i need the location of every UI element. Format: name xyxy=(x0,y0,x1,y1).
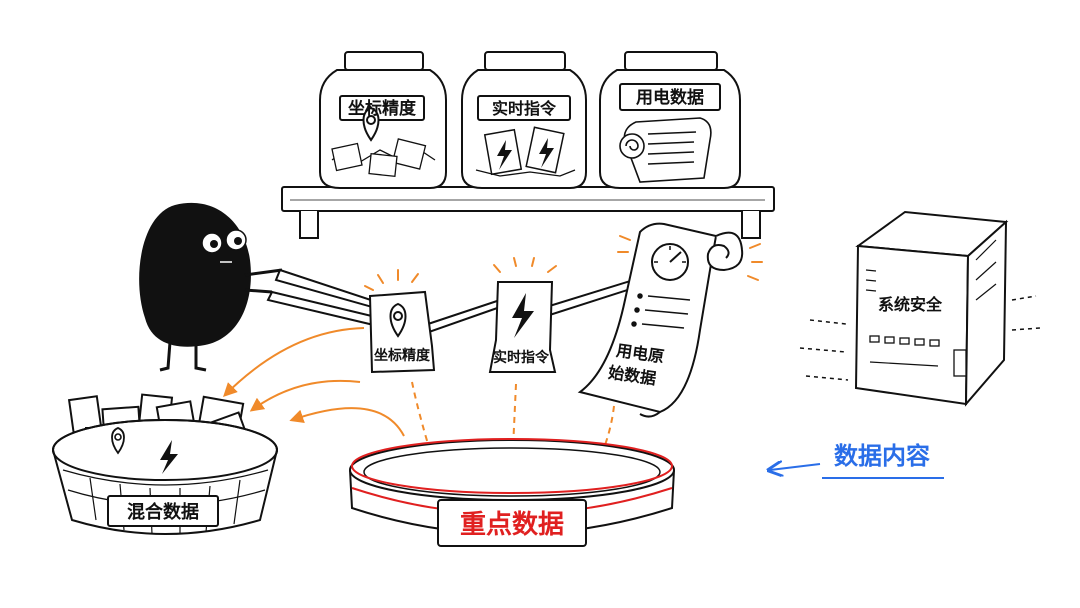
lightning-bolt-icon xyxy=(160,440,178,474)
security-server xyxy=(854,210,1009,407)
lightning-bolt-icon xyxy=(512,293,534,338)
lightning-bolt-icon xyxy=(497,138,554,170)
data-content-callout xyxy=(770,464,944,479)
card-realtime-command xyxy=(488,281,557,373)
motion-marks xyxy=(799,295,1041,381)
tray-label: 重点数据 xyxy=(460,509,564,540)
card-coordinate-precision xyxy=(368,290,436,374)
jar-label: 坐标精度 xyxy=(348,98,417,119)
highlight-rays xyxy=(493,257,557,273)
location-pin-icon xyxy=(111,427,125,455)
bean-character xyxy=(139,202,283,372)
location-pin-icon xyxy=(389,302,407,338)
scroll-lines xyxy=(631,293,691,329)
location-pin-icon xyxy=(362,106,380,142)
card-label: 坐标精度 xyxy=(374,347,431,364)
highlight-rays xyxy=(617,235,763,281)
key-data-tray xyxy=(349,438,675,547)
jar-label: 实时指令 xyxy=(492,99,557,118)
data-content-label: 数据内容 xyxy=(834,442,930,470)
flow-arrows-to-basket xyxy=(223,327,405,437)
shelf xyxy=(281,186,775,239)
tongs xyxy=(266,268,645,340)
highlight-rays xyxy=(364,269,419,291)
server-label: 系统安全 xyxy=(878,295,943,314)
mixed-data-basket xyxy=(52,393,278,535)
gauge-icon xyxy=(651,243,689,281)
jar-realtime-command xyxy=(461,51,587,189)
jar-coordinate-precision xyxy=(319,51,447,189)
basket-label: 混合数据 xyxy=(127,501,199,523)
card-label: 实时指令 xyxy=(493,349,550,366)
paper-scroll-icon xyxy=(619,117,712,183)
jar-label: 用电数据 xyxy=(636,87,704,108)
